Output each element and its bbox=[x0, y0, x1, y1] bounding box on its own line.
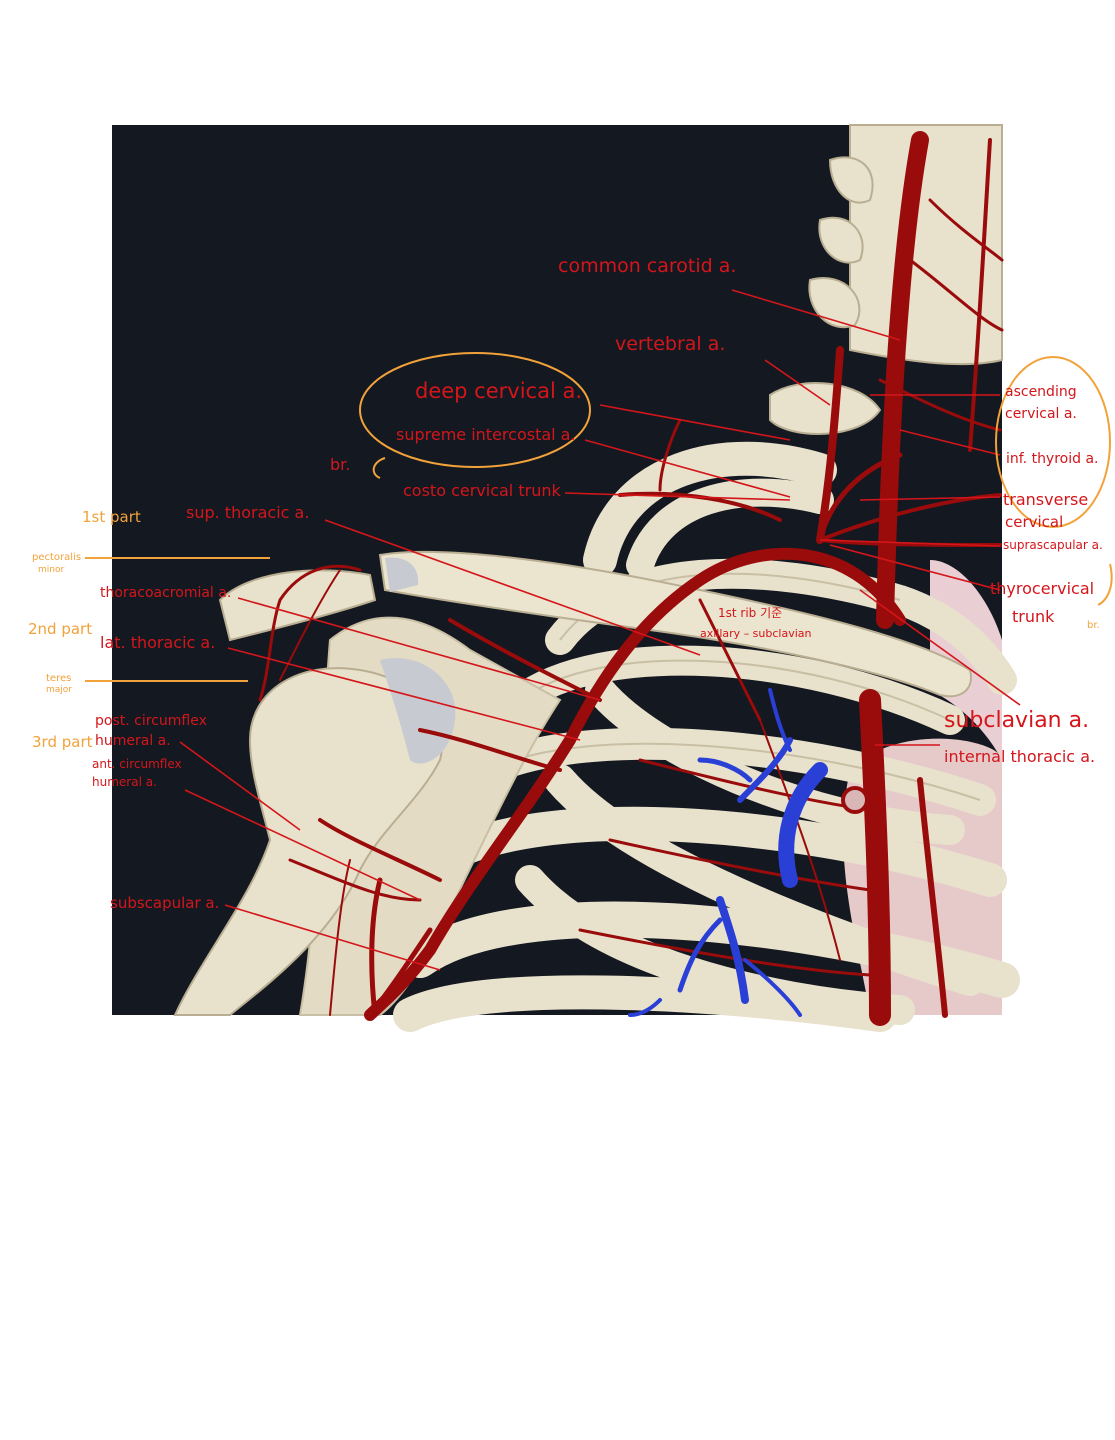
label-internal-thoracic: internal thoracic a. bbox=[944, 747, 1095, 766]
orange-marks bbox=[85, 352, 1113, 682]
label-pectoralis-minor-1: pectoralis bbox=[32, 552, 81, 563]
label-suprascapular: suprascapular a. bbox=[1003, 538, 1103, 552]
orange-labels: 1st part pectoralis minor 2nd part teres… bbox=[28, 508, 1100, 751]
anatomy-illustration bbox=[173, 124, 1020, 1032]
label-teres-major-2: major bbox=[46, 685, 72, 695]
label-vertebral: vertebral a. bbox=[615, 333, 725, 355]
label-ascending-cervical-1: ascending bbox=[1005, 384, 1077, 400]
label-transverse-cervical-1: transverse bbox=[1003, 490, 1088, 509]
red-labels: common carotid a. vertebral a. deep cerv… bbox=[92, 255, 1103, 912]
label-post-circumflex-1: post. circumflex bbox=[95, 713, 207, 729]
label-common-carotid: common carotid a. bbox=[558, 255, 736, 277]
label-first-part: 1st part bbox=[82, 508, 141, 526]
label-thyrocervical-2: trunk bbox=[1012, 607, 1055, 626]
label-thyrocervical-1: thyrocervical bbox=[990, 579, 1094, 598]
label-br-right: br. bbox=[1087, 620, 1100, 631]
label-second-part: 2nd part bbox=[28, 620, 92, 638]
label-third-part: 3rd part bbox=[32, 733, 93, 751]
label-lat-thoracic: lat. thoracic a. bbox=[100, 633, 215, 652]
label-first-rib-2: axillary – subclavian bbox=[700, 627, 812, 640]
label-pectoralis-minor-2: minor bbox=[38, 565, 64, 575]
label-ascending-cervical-2: cervical a. bbox=[1005, 406, 1077, 422]
label-supreme-intercostal: supreme intercostal a. bbox=[396, 425, 576, 444]
clavicle bbox=[378, 550, 972, 698]
label-br-left: br. bbox=[330, 455, 350, 474]
label-subclavian: subclavian a. bbox=[944, 708, 1089, 733]
label-first-rib-1: 1st rib 기준 bbox=[718, 606, 782, 620]
leader-lines bbox=[179, 289, 1021, 971]
label-ant-circumflex-1: ant. circumflex bbox=[92, 757, 182, 771]
label-teres-major-1: teres bbox=[46, 673, 71, 684]
label-deep-cervical: deep cervical a. bbox=[415, 379, 582, 403]
label-thoracoacromial: thoracoacromial a. bbox=[100, 585, 231, 601]
label-post-circumflex-2: humeral a. bbox=[95, 733, 171, 749]
label-subscapular: subscapular a. bbox=[110, 894, 219, 912]
label-transverse-cervical-2: cervical bbox=[1005, 513, 1063, 531]
label-inf-thyroid: inf. thyroid a. bbox=[1006, 451, 1099, 467]
label-ant-circumflex-2: humeral a. bbox=[92, 775, 157, 789]
label-costocervical: costo cervical trunk bbox=[403, 481, 561, 500]
humerus bbox=[173, 667, 443, 1016]
label-sup-thoracic: sup. thoracic a. bbox=[186, 503, 309, 522]
